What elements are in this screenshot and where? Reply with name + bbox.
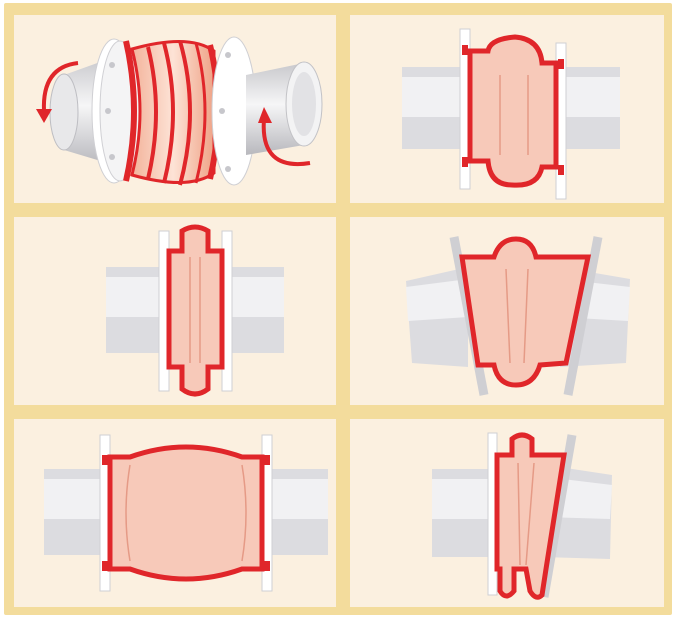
panel-torsion	[14, 15, 336, 203]
combined-movement-icon	[350, 419, 664, 607]
diagram-frame	[4, 3, 672, 615]
panel-lateral-offset	[350, 15, 664, 203]
torsional-rotation-icon	[14, 15, 336, 203]
axial-compression-icon	[14, 217, 336, 405]
angular-deflection-icon	[350, 217, 664, 405]
panel-combined-movement	[350, 419, 664, 607]
lateral-offset-icon	[350, 15, 664, 203]
panel-axial-compression	[14, 217, 336, 405]
panel-axial-extension	[14, 419, 336, 607]
panel-angular-deflection	[350, 217, 664, 405]
axial-extension-icon	[14, 419, 336, 607]
